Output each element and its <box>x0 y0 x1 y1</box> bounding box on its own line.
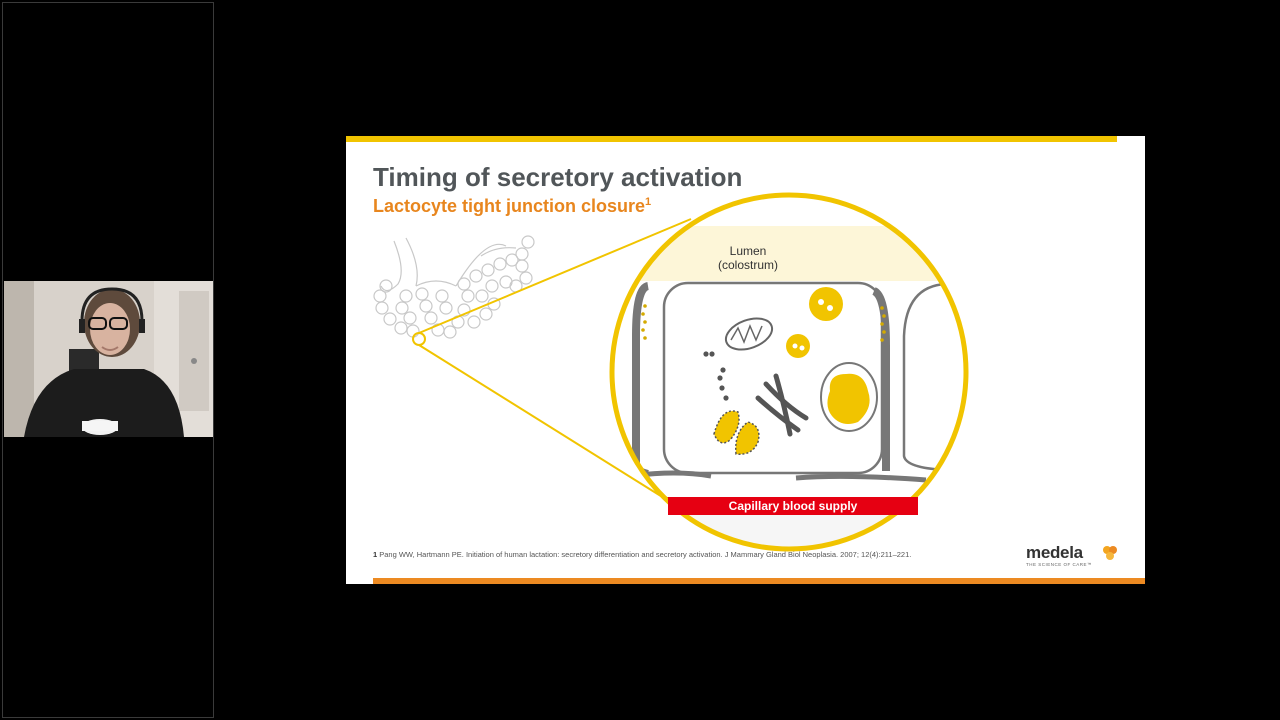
zoom-origin-marker <box>412 332 426 346</box>
logo-wordmark: medela <box>1026 543 1083 562</box>
slide-bottom-accent-bar <box>373 578 1145 584</box>
footnote-text: Pang WW, Hartmann PE. Initiation of huma… <box>377 550 912 559</box>
lactocyte-illustration <box>373 192 969 552</box>
presenter-video[interactable] <box>4 281 213 437</box>
presenter-video-frame <box>4 281 213 437</box>
capillary-label: Capillary blood supply <box>668 497 918 515</box>
logo-tagline: THE SCIENCE OF CARE™ <box>1026 562 1093 567</box>
zoom-line-top <box>418 218 692 334</box>
lumen-label: Lumen (colostrum) <box>718 244 778 272</box>
slide-subtitle-superscript: 1 <box>645 196 652 208</box>
reference-footnote: 1 Pang WW, Hartmann PE. Initiation of hu… <box>373 550 911 559</box>
slide-subtitle: Lactocyte tight junction closure1 <box>373 196 651 217</box>
lumen-label-line1: Lumen <box>729 244 767 258</box>
medela-logo: medela THE SCIENCE OF CARE™ <box>1026 543 1121 567</box>
alveoli-cluster-drawing <box>373 235 535 339</box>
footnote-number: 1 <box>373 550 378 559</box>
zoom-line-bottom <box>418 344 665 499</box>
magnified-view-border <box>609 192 969 552</box>
medela-flower-icon <box>1103 546 1117 560</box>
slide-subtitle-text: Lactocyte tight junction closure <box>373 196 646 216</box>
slide-top-accent-bar <box>346 136 1117 142</box>
slide: Timing of secretory activation Lactocyte… <box>346 136 1145 584</box>
lumen-label-line2: (colostrum) <box>718 258 779 272</box>
slide-title: Timing of secretory activation <box>373 162 743 192</box>
